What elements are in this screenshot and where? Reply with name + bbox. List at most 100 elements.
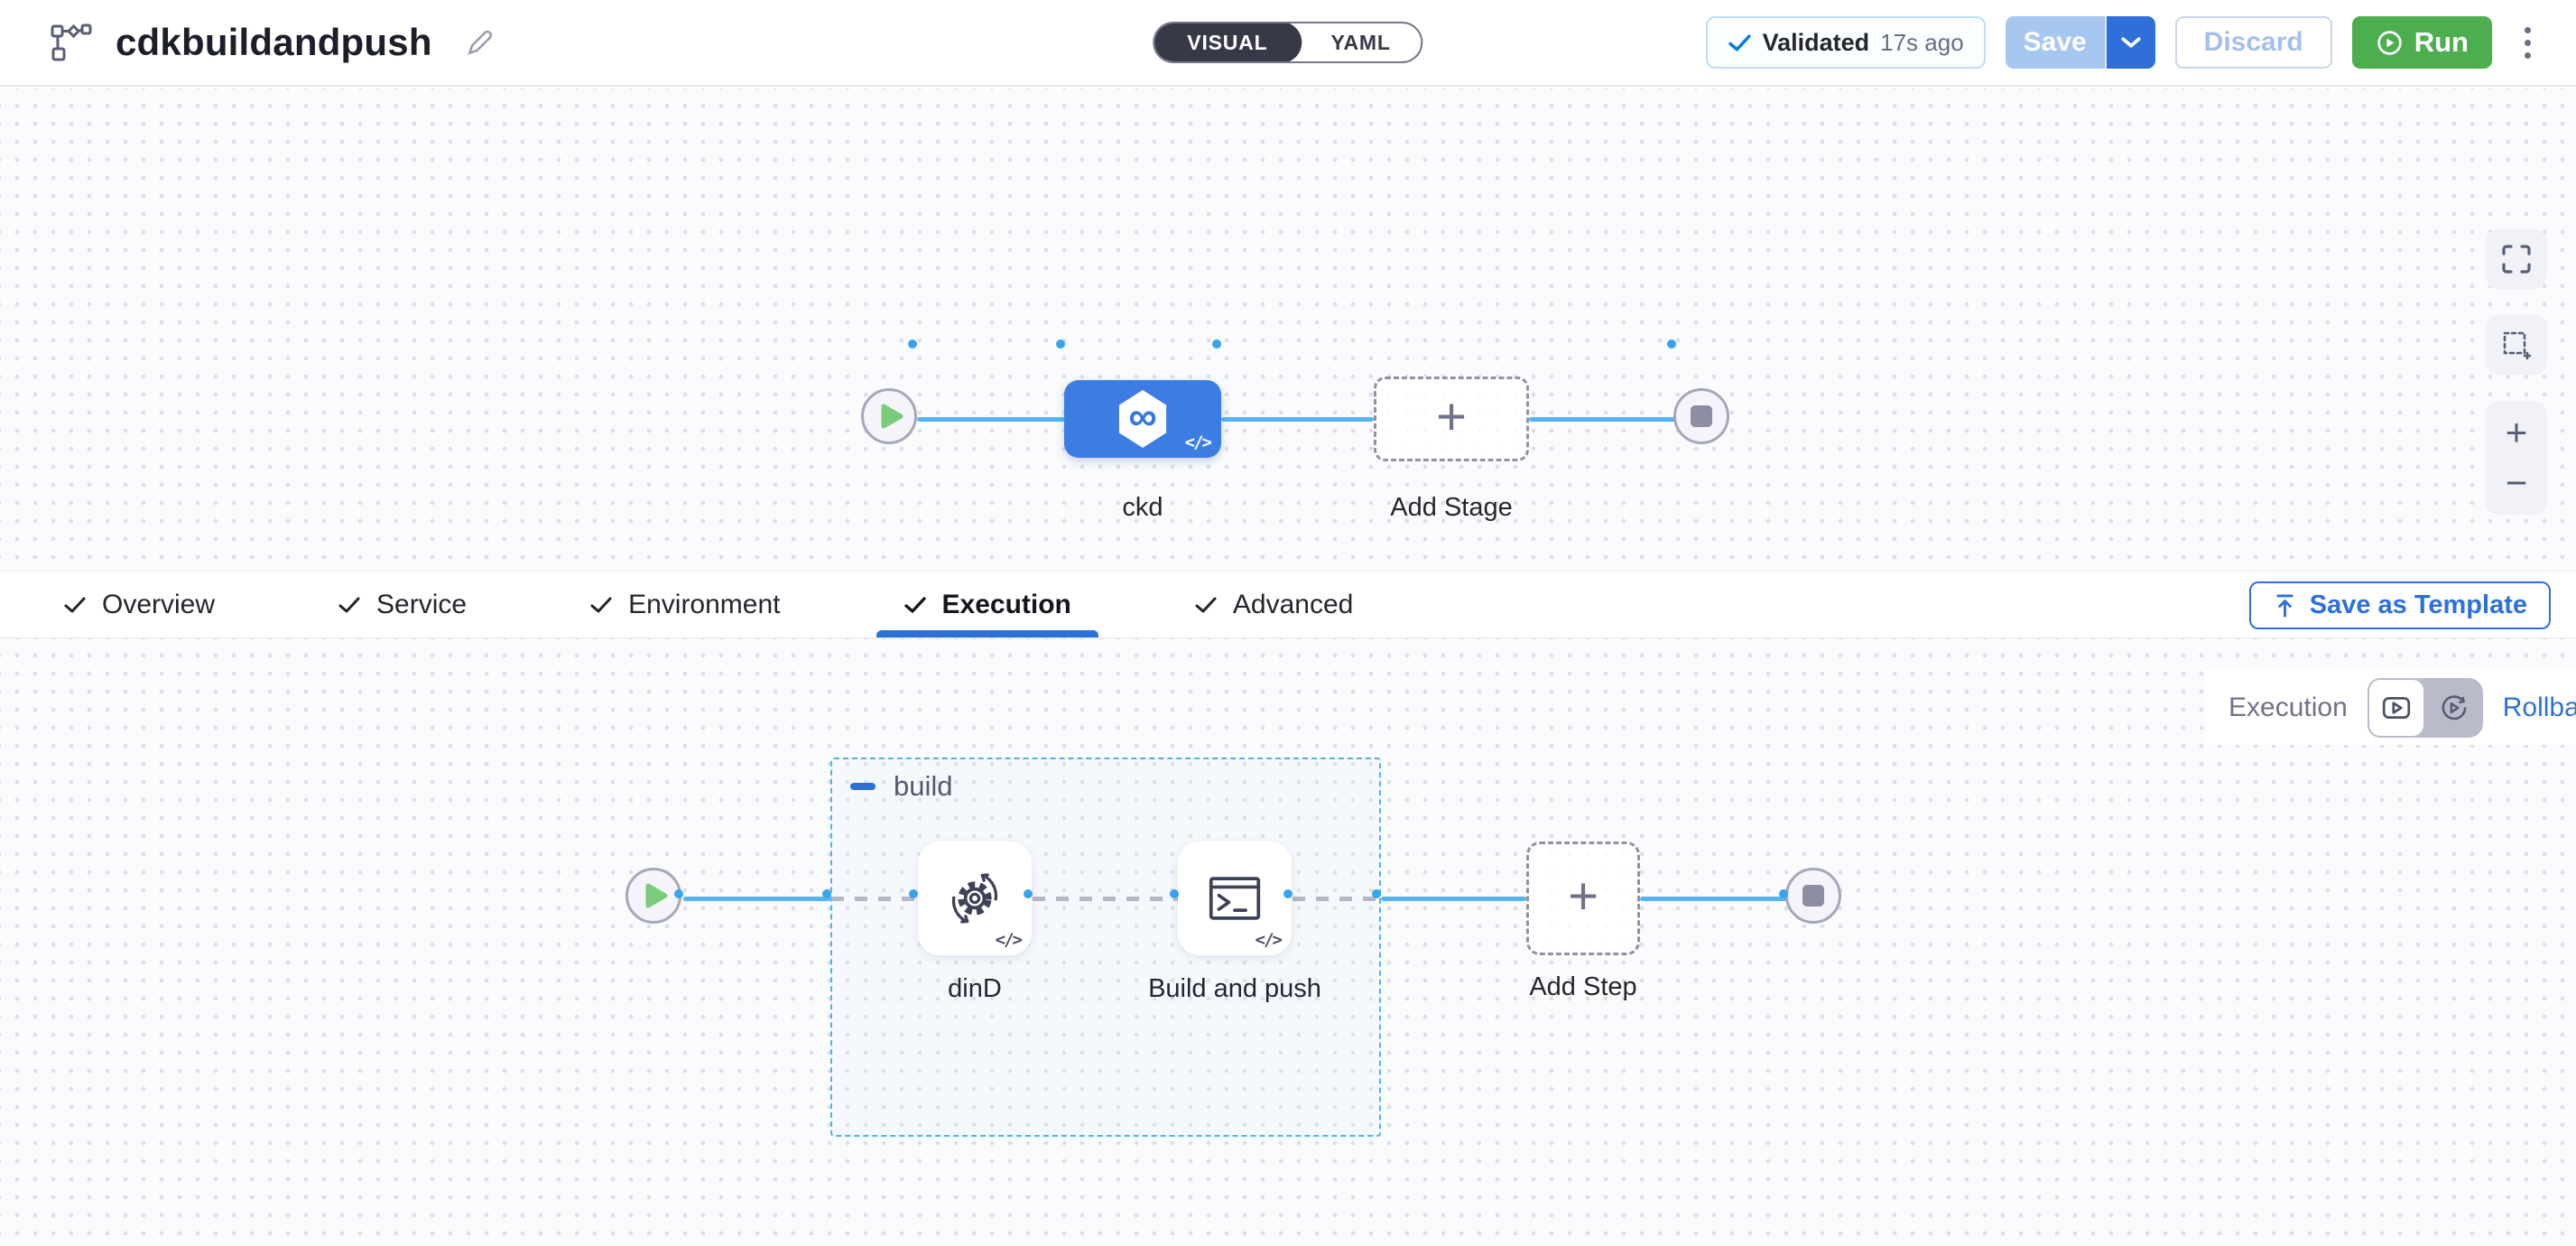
validated-label: Validated [1762,28,1870,56]
toggle-yaml[interactable]: YAML [1330,30,1391,54]
header-actions: Validated 17s ago Save Discard [1705,16,2536,69]
edge-dashed [1293,897,1381,901]
step-node-build-and-push[interactable]: </> [1178,842,1292,955]
edit-pencil-icon[interactable] [465,27,496,58]
edge [1640,897,1788,901]
more-options-button[interactable] [2519,22,2536,64]
add-step-button[interactable]: + [1526,842,1640,955]
edge [1381,897,1526,901]
upload-icon [2273,592,2297,618]
tab-service[interactable]: Service [325,572,479,637]
rollback-link[interactable]: Rollback [2502,693,2576,722]
check-icon [63,593,87,617]
add-stage-button[interactable]: + [1374,377,1529,461]
stage-label: ckd [1122,493,1163,522]
add-step-label: Add Step [1529,972,1637,1001]
execution-rollback-toggle [2367,678,2483,738]
stage-tab-bar: Overview Service Environment Execution A… [0,571,2576,638]
step-group-build[interactable] [830,758,1381,1137]
add-stage-label: Add Stage [1390,493,1513,522]
run-play-icon [2376,29,2404,57]
tab-execution[interactable]: Execution [876,572,1098,637]
rollback-view-button[interactable] [2425,678,2483,738]
connector-dot [1212,339,1221,349]
tab-environment[interactable]: Environment [577,572,792,637]
stage-canvas[interactable]: ∞ </> + ckd Add Stage [0,88,2576,571]
chevron-down-icon [2120,35,2142,50]
code-icon: </> [1255,930,1283,950]
save-split-button: Save [2005,16,2155,69]
check-icon [338,593,361,617]
connector-dot [674,889,683,898]
edge-dashed [831,897,918,901]
edge [917,417,1065,422]
title-wrap: cdkbuildandpush [51,21,496,64]
validated-time: 17s ago [1880,28,1964,56]
step-label: Build and push [1148,974,1321,1003]
connector-dot [1056,339,1065,349]
save-dropdown-button[interactable] [2104,16,2155,69]
run-button[interactable]: Run [2351,16,2492,69]
connector-dot [1283,889,1293,898]
start-play-icon [878,403,905,430]
tab-advanced[interactable]: Advanced [1181,572,1366,637]
execution-view-label: Execution [2229,693,2348,722]
plus-icon: + [1568,867,1598,925]
discard-button[interactable]: Discard [2174,16,2332,69]
connector-dot [909,889,918,898]
edge [683,897,831,901]
pipeline-start-node [861,388,917,444]
pipeline-icon [51,23,92,62]
connector-dot [1667,339,1676,349]
toggle-visual[interactable]: VISUAL [1154,23,1302,61]
code-icon: </> [1184,432,1212,452]
save-button[interactable]: Save [2005,16,2105,69]
visual-yaml-toggle: VISUAL YAML [1153,22,1423,63]
step-node-dind[interactable]: </> [918,842,1032,955]
marquee-select-button[interactable] [2486,315,2547,375]
stop-icon [1691,405,1712,427]
edge [1221,417,1374,422]
edge [1529,417,1676,422]
stop-icon [1802,885,1824,907]
edge-dashed [1033,897,1179,901]
page-title: cdkbuildandpush [116,21,432,63]
execution-canvas[interactable]: Execution Rollback [0,638,2576,1246]
execution-start-node [625,868,681,924]
group-label: build [894,770,953,802]
connector-dot [822,889,831,898]
execution-end-node [1785,868,1841,924]
connector-dot [1372,889,1381,898]
tab-overview[interactable]: Overview [51,572,227,637]
pipeline-end-node [1673,388,1729,444]
execution-view-button[interactable] [2367,678,2425,738]
docker-in-docker-icon [943,867,1006,930]
code-icon: </> [995,930,1023,950]
collapse-group-button[interactable] [850,783,876,790]
connector-dot [1779,889,1788,898]
zoom-controls: + − [2486,401,2547,515]
group-header: build [850,770,953,803]
check-icon [589,593,613,617]
run-label: Run [2414,26,2469,58]
header: cdkbuildandpush VISUAL YAML Validated 17… [0,0,2576,87]
validated-badge[interactable]: Validated 17s ago [1705,16,1986,69]
step-label: dinD [948,974,1002,1003]
zoom-in-button[interactable]: + [2505,411,2528,453]
connector-dot [1024,889,1033,898]
execution-toolbar: Execution Rollback [2205,671,2576,745]
save-as-template-button[interactable]: Save as Template [2248,581,2551,629]
active-tab-underline [876,630,1098,637]
connector-dot [1170,889,1179,898]
zoom-out-button[interactable]: − [2505,461,2528,504]
ci-stage-icon: ∞ [1118,390,1167,448]
stage-node-ckd[interactable]: ∞ </> [1064,380,1221,458]
check-icon [1194,593,1218,617]
validated-check-icon [1728,31,1752,55]
fullscreen-button[interactable] [2486,229,2547,289]
check-icon [903,593,927,617]
start-play-icon [643,882,670,909]
plus-icon: + [1436,387,1467,446]
terminal-icon [1203,867,1266,930]
